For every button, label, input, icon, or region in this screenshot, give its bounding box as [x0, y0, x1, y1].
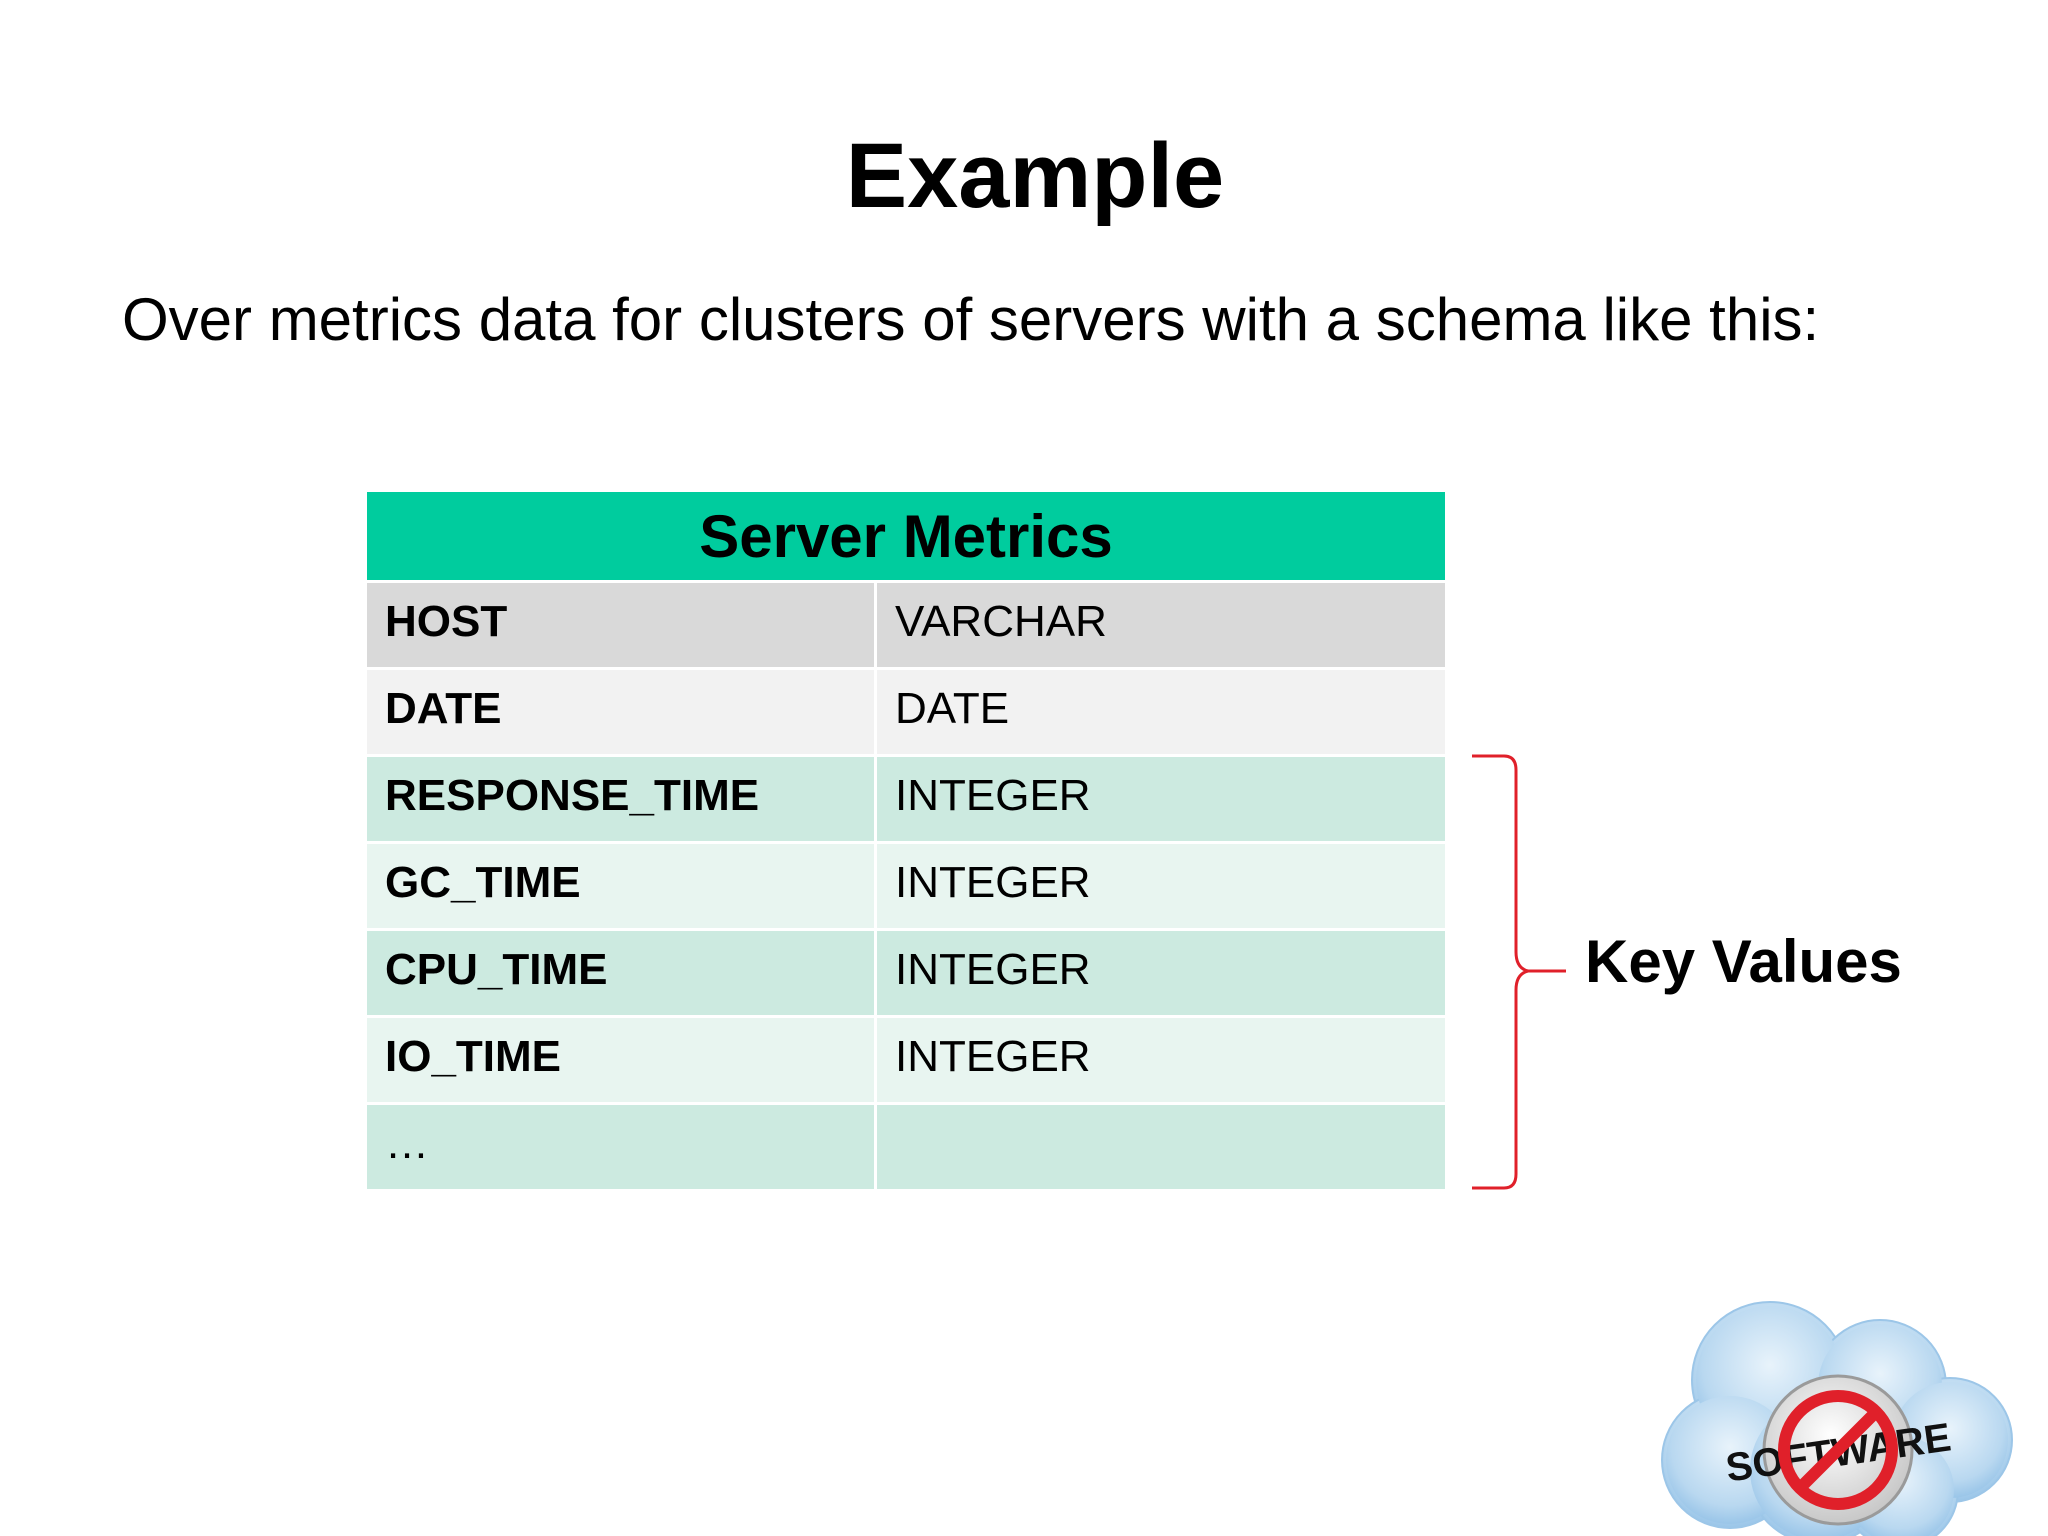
column-type: DATE — [895, 684, 1010, 733]
table-row: DATE DATE — [367, 667, 1445, 754]
slide-title: Example — [845, 125, 1225, 227]
table-row: IO_TIME INTEGER — [367, 1015, 1445, 1102]
column-type: INTEGER — [895, 771, 1091, 820]
table-row: HOST VARCHAR — [367, 580, 1445, 667]
schema-table: Server Metrics HOST VARCHAR DATE DATE RE… — [367, 492, 1445, 1189]
table-title: Server Metrics — [367, 492, 1445, 580]
column-type — [877, 1105, 1445, 1189]
no-software-cloud-icon: SOFTWARE — [1661, 1301, 2013, 1536]
column-name: IO_TIME — [367, 1018, 877, 1102]
table-row: CPU_TIME INTEGER — [367, 928, 1445, 1015]
table-row: … — [367, 1102, 1445, 1189]
column-name: RESPONSE_TIME — [367, 757, 877, 841]
table-row: GC_TIME INTEGER — [367, 841, 1445, 928]
column-name: CPU_TIME — [367, 931, 877, 1015]
column-name: GC_TIME — [367, 844, 877, 928]
column-name: HOST — [367, 583, 877, 667]
table-row: RESPONSE_TIME INTEGER — [367, 754, 1445, 841]
column-type: INTEGER — [895, 945, 1091, 994]
column-type: INTEGER — [895, 858, 1091, 907]
slide-subtitle: Over metrics data for clusters of server… — [122, 286, 1820, 353]
column-type: INTEGER — [895, 1032, 1091, 1081]
column-name: DATE — [367, 670, 877, 754]
column-name: … — [367, 1105, 877, 1189]
curly-brace-icon — [1472, 754, 1566, 1190]
key-values-label: Key Values — [1585, 928, 1902, 995]
column-type: VARCHAR — [895, 597, 1107, 646]
